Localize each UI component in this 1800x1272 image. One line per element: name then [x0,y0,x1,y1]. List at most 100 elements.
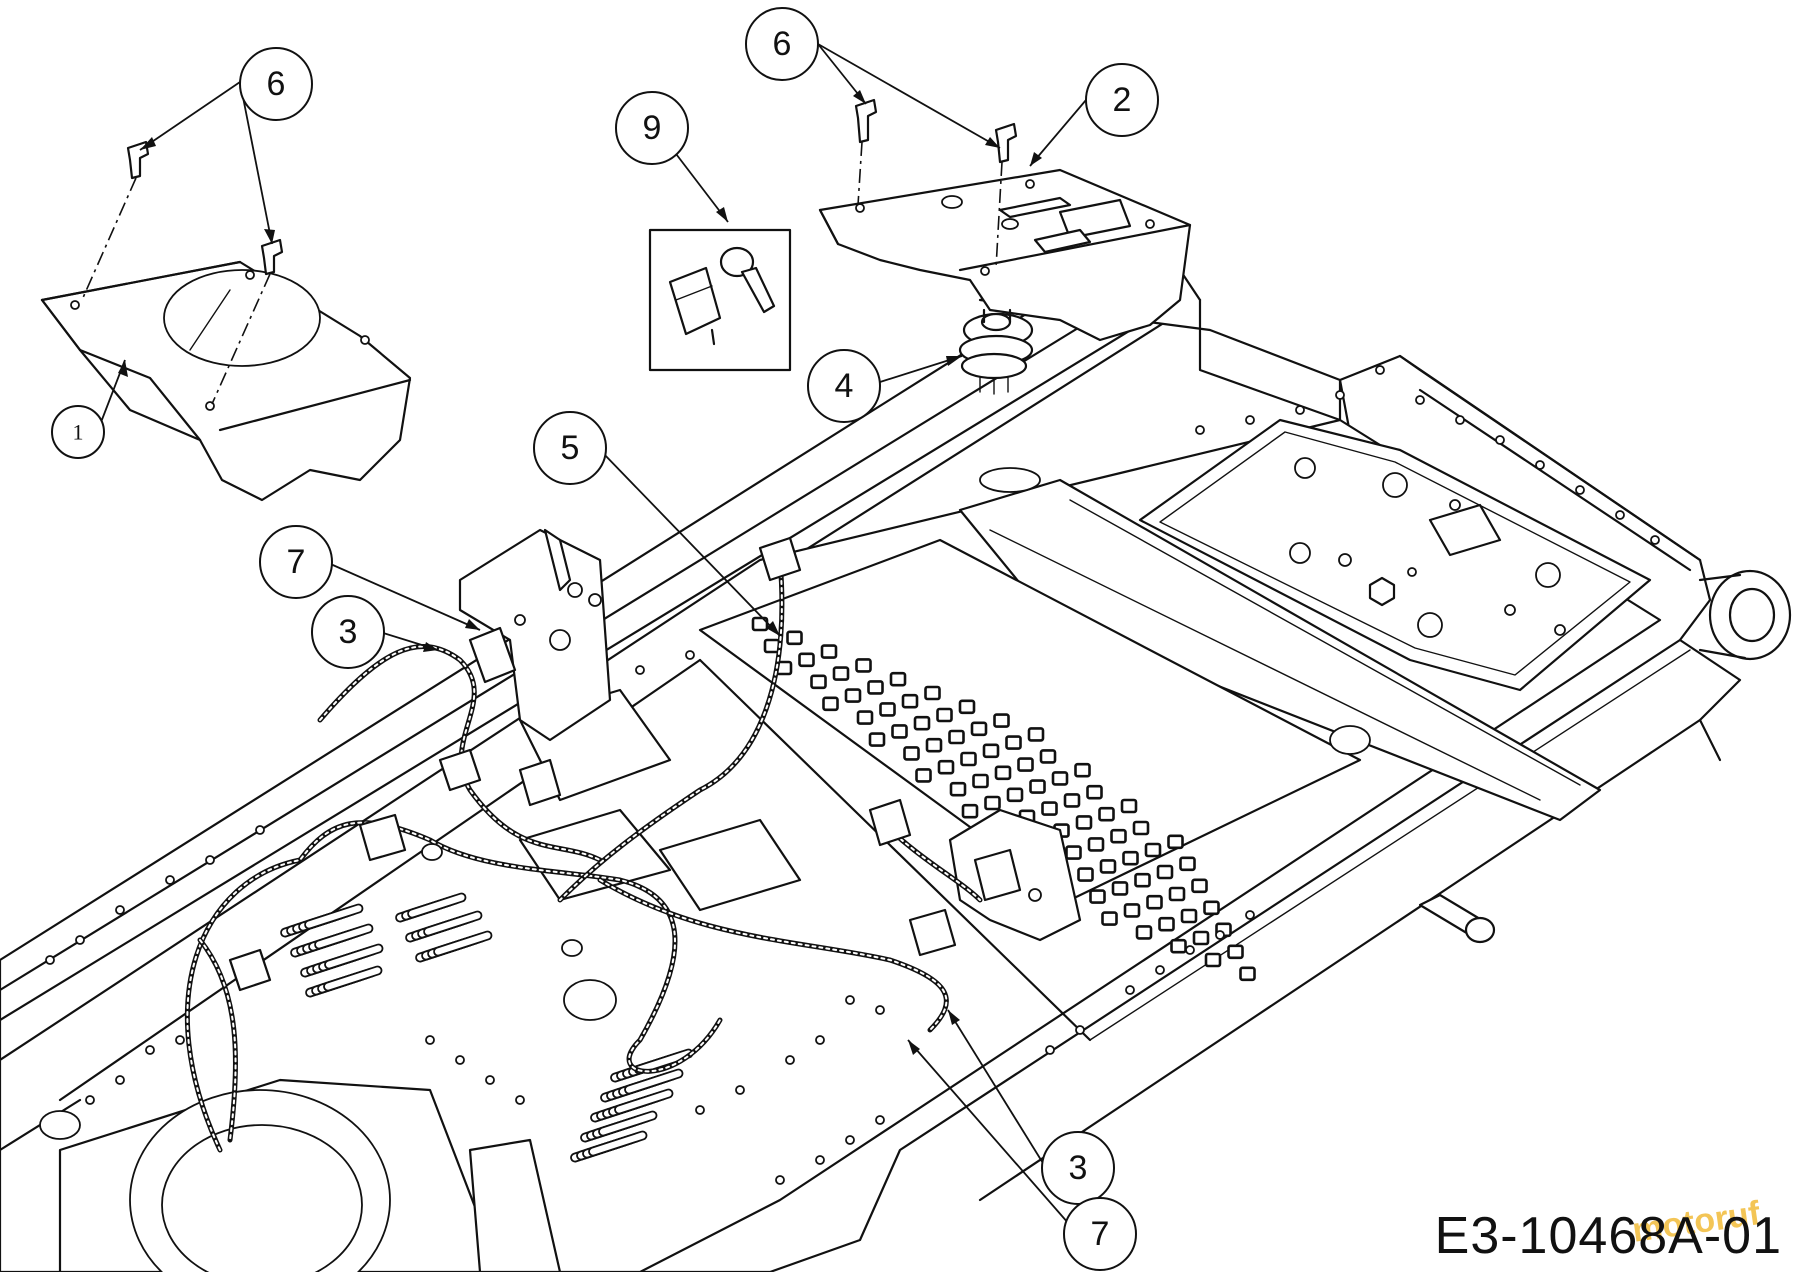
bolt-hole [1245,910,1255,920]
bolt-hole [75,935,85,945]
vent-slot [407,892,467,919]
bolt-hole [1075,1025,1085,1035]
mesh-square-hole [879,702,896,717]
vent-slot [588,1130,648,1157]
bolt-hole [1295,405,1305,415]
mesh-square-hole [1203,900,1220,916]
mesh-square-hole [1098,806,1115,822]
mesh-square-hole [1227,944,1244,960]
callout-2-label: 2 [1113,81,1132,119]
bolt-hole [255,825,265,835]
mesh-square-hole [994,765,1012,781]
callout-4: 4 [807,349,881,423]
mesh-square-hole [936,707,953,723]
callout-9: 9 [615,91,689,165]
mesh-square-hole [1005,735,1022,750]
bolt-hole [815,1155,825,1165]
mesh-square-hole [1039,749,1057,764]
callout-leaders [97,43,1087,1233]
mesh-square-hole [844,688,862,703]
mesh-square-hole [1156,864,1174,880]
mesh-square-hole [1135,925,1153,940]
part-2-right-cover [818,98,1192,342]
mesh-square-hole [1180,908,1198,924]
mesh-square-hole [832,666,850,681]
mesh-square-hole [913,715,931,731]
mesh-square-hole [1017,757,1034,772]
mesh-square-hole [1146,894,1163,910]
mesh-square-hole [1144,842,1162,858]
bolt-hole [1155,965,1165,975]
bolt-hole [1535,460,1545,470]
mesh-square-hole [1179,856,1196,872]
bolt-hole [845,995,855,1005]
mesh-square-hole [970,721,988,737]
vent-slot [304,903,364,930]
mesh-square-hole [937,759,955,775]
bolt-hole [1495,435,1505,445]
callout-6-right: 6 [745,7,819,81]
harness-bracket-left [458,528,612,742]
bolt-hole [1045,1045,1055,1055]
mesh-square-hole [798,652,815,668]
mesh-square-hole [1065,845,1082,860]
vent-slot [433,930,493,957]
mesh-square-hole [1111,881,1129,896]
bolt-hole [485,1075,495,1085]
callout-5: 5 [533,411,607,485]
mesh-square-hole [949,781,967,797]
mesh-square-hole [958,699,976,715]
mesh-square-hole [972,773,989,789]
bolt-hole [875,1005,885,1015]
mesh-square-hole [901,693,919,709]
mesh-square-hole [1006,787,1024,803]
callout-1: 1 [51,405,105,459]
bolt-hole [165,875,175,885]
frame-bolt-holes [45,365,1660,1185]
mesh-square-hole [1132,820,1150,836]
bolt-hole [635,665,645,675]
mesh-square-hole [855,658,872,673]
mesh-square-hole [924,685,941,701]
bolt-hole [1335,390,1345,400]
mesh-square-hole [889,671,907,687]
mesh-square-hole [1158,916,1175,932]
callout-3-top: 3 [311,595,385,669]
mesh-square-hole [1086,784,1103,800]
mesh-square-hole [915,768,932,783]
mesh-square-hole [820,644,838,659]
bolt-hole [875,1115,885,1125]
part-1-left-cover [40,140,412,502]
bolt-hole [115,905,125,915]
part-9-key-set [648,228,792,372]
mesh-square-hole [1120,798,1138,814]
bolt-hole [1455,415,1465,425]
bolt-hole [145,1045,155,1055]
mesh-square-hole [984,795,1001,811]
mesh-square-hole [1110,828,1127,844]
bolt-hole [515,1095,525,1105]
callout-3-bottom: 3 [1041,1131,1115,1205]
mesh-square-hole [856,710,874,725]
mesh-square-hole [1134,872,1151,888]
bolt-hole [1615,510,1625,520]
vent-slot [624,1068,684,1095]
mesh-square-hole [1041,801,1058,816]
part-4-ignition-switch [958,308,1034,395]
callout-2: 2 [1085,63,1159,137]
vent-slot [423,910,483,937]
mesh-square-hole [1089,889,1106,904]
bolt-hole [685,650,695,660]
mesh-square-hole [982,743,1000,759]
callout-7-top-label: 7 [287,543,306,581]
callout-3-bottom-label: 3 [1069,1149,1088,1187]
bolt-hole [85,1095,95,1105]
bolt-hole [815,1035,825,1045]
chassis-frame [0,268,1792,1272]
mesh-square-hole [1074,762,1091,778]
bolt-hole [175,1035,185,1045]
wiring-harness [185,536,1022,1153]
vent-slot [614,1088,674,1115]
mesh-square-hole [948,729,965,745]
